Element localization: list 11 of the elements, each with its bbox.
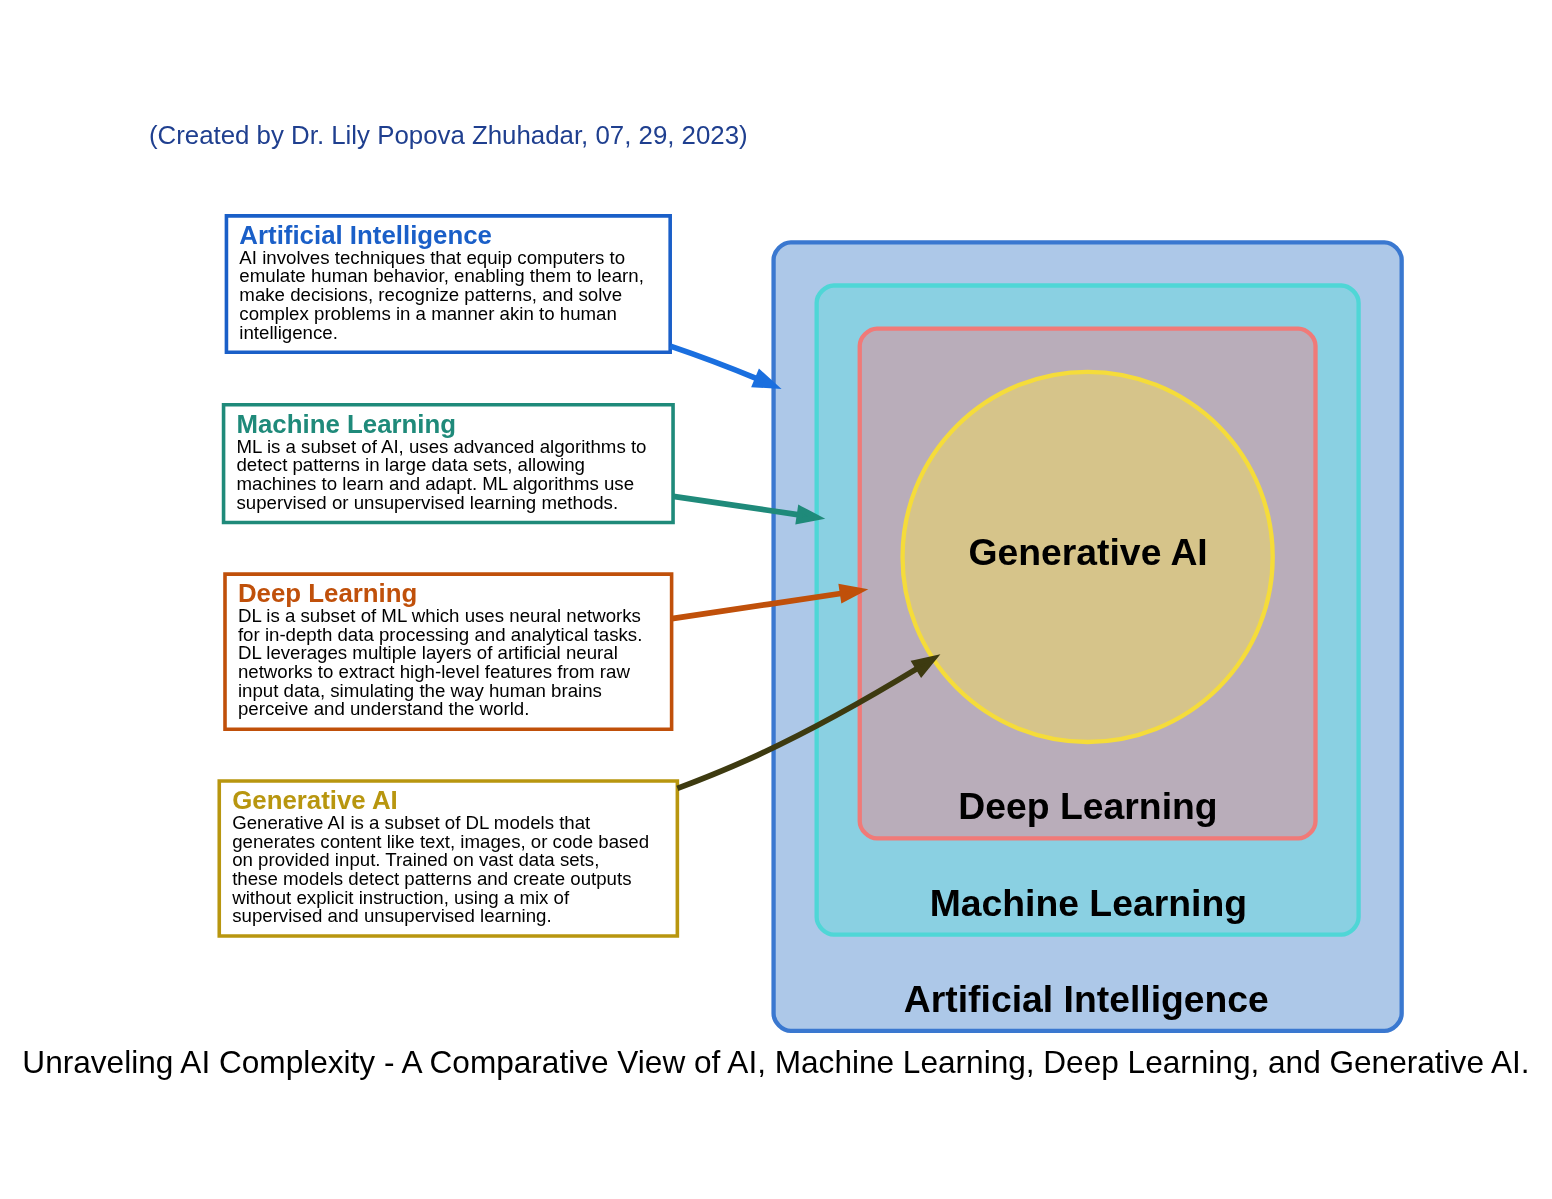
node-box: Artificial Intelligence AI involves techniques that equip computers to emulate human behavior, enabling them to learn, make decisions, recognize patterns, and solve complex problems in a manner akin to human intelligence. — [224, 213, 672, 354]
node-box: Deep Learning DL is a subset of ML which uses neural networks for in-depth data processing and analytical tasks. DL leverages multiple layers of artificial neural networks to extract high-level features from raw input data, simulating the way human brains perceive and understand the world. — [223, 571, 674, 731]
arrow — [672, 493, 826, 524]
arrow — [669, 342, 782, 389]
node-box: Machine Learning ML is a subset of AI, uses advanced algorithms to detect patterns in large data sets, allowing machines to learn and adapt. ML algorithms use supervised or unsupervised learning methods. — [221, 402, 675, 524]
node-box: Generative AI Generative AI is a subset of DL models that generates content like text, images, or code based on provided input. Trained on vast data sets, these models detect patterns and create outputs without explicit instruction, using a mix of supervised and unsupervised learning. — [217, 778, 680, 938]
caption: Unraveling AI Complexity - A Comparative View of AI, Machine Learning, Deep Learning, and Generative AI. — [22, 1043, 1530, 1080]
label: (Created by Dr. Lily Popova Zhuhadar, 07, 29, 2023) — [148, 120, 748, 149]
arrow — [676, 653, 941, 791]
arrow — [671, 583, 869, 621]
node-circle: Generative AI — [900, 369, 1275, 744]
